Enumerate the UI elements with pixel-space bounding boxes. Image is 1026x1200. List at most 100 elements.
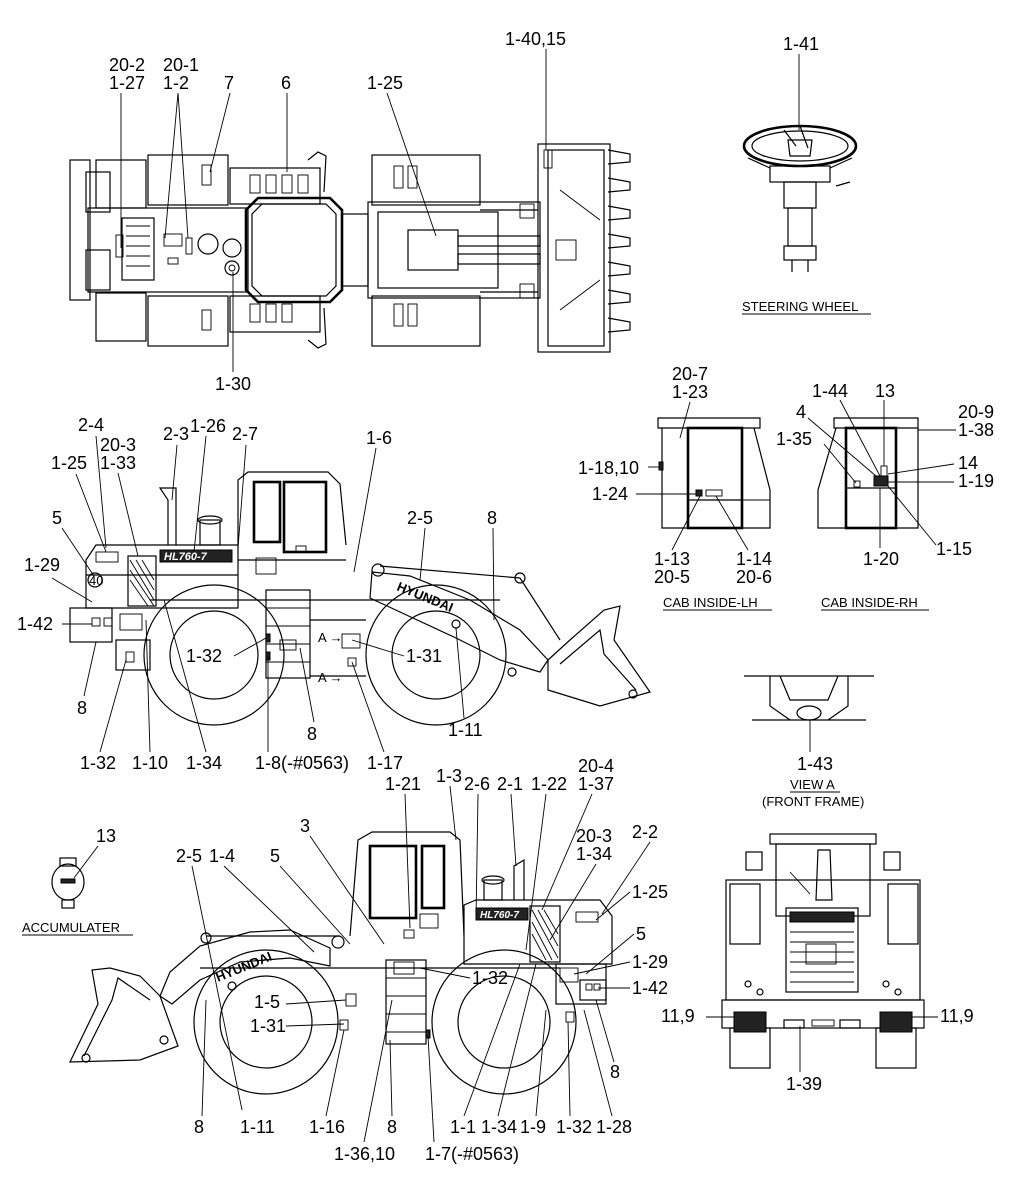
label-1-17: 1-17	[367, 753, 403, 773]
label-1-34-r1: 1-34	[576, 844, 612, 864]
label-1-32-r1: 1-32	[472, 968, 508, 988]
label-8-r2: 8	[387, 1117, 397, 1137]
label-1-29-r: 1-29	[632, 952, 668, 972]
label-1-2: 1-2	[163, 73, 189, 93]
label-1-29-l: 1-29	[24, 555, 60, 575]
label-8-l1: 8	[487, 508, 497, 528]
label-5-r2: 5	[636, 924, 646, 944]
label-20-4: 20-4	[578, 756, 614, 776]
label-2-4: 2-4	[78, 415, 104, 435]
label-20-5: 20-5	[654, 567, 690, 587]
label-1-15: 1-15	[936, 539, 972, 559]
label-1-41: 1-41	[783, 34, 819, 54]
label-1-37: 1-37	[578, 774, 614, 794]
label-1-8: 1-8(-#0563)	[255, 753, 349, 773]
label-13-rh: 13	[875, 381, 895, 401]
label-1-11-r: 1-11	[240, 1117, 275, 1137]
steering-wheel-caption: STEERING WHEEL	[742, 299, 858, 314]
label-1-27: 1-27	[109, 73, 145, 93]
label-1-36-10: 1-36,10	[334, 1144, 395, 1164]
label-1-4: 1-4	[209, 846, 235, 866]
label-1-25: 1-25	[367, 73, 403, 93]
label-11-9-left: 11,9	[661, 1006, 695, 1026]
label-20-3-l: 20-3	[100, 435, 136, 455]
label-1-39: 1-39	[786, 1074, 822, 1094]
cab-inside-rh-caption: CAB INSIDE-RH	[821, 595, 918, 610]
label-6: 6	[281, 73, 291, 93]
label-1-14: 1-14	[736, 549, 772, 569]
label-2-3: 2-3	[163, 424, 189, 444]
label-1-40-15: 1-40,15	[505, 29, 566, 49]
label-1-23: 1-23	[672, 382, 708, 402]
label-11-9-right: 11,9	[940, 1006, 974, 1026]
label-2-1: 2-1	[497, 774, 523, 794]
label-20-2: 20-2	[109, 55, 145, 75]
label-1-3: 1-3	[436, 766, 462, 786]
view-a-caption: VIEW A	[790, 777, 835, 792]
label-1-22: 1-22	[531, 774, 567, 794]
label-1-34-r2: 1-34	[481, 1117, 517, 1137]
label-20-7: 20-7	[672, 364, 708, 384]
label-14: 14	[958, 453, 978, 473]
top-view	[69, 143, 631, 353]
label-1-42-l: 1-42	[17, 614, 53, 634]
label-1-42-r: 1-42	[632, 978, 668, 998]
view-a-arrow-bottom: A →	[318, 670, 343, 685]
label-1-13: 1-13	[654, 549, 690, 569]
label-2-2: 2-2	[632, 822, 658, 842]
label-2-5-l: 2-5	[407, 508, 433, 528]
label-8-r1: 8	[610, 1062, 620, 1082]
label-4: 4	[796, 402, 806, 422]
label-1-43: 1-43	[797, 754, 833, 774]
right-side-view: HL760-7 HYUNDAI 1	[69, 756, 668, 1164]
label-1-33: 1-33	[100, 453, 136, 473]
accumulator-caption: ACCUMULATER	[22, 920, 120, 935]
label-1-20: 1-20	[863, 549, 899, 569]
label-1-26: 1-26	[190, 416, 226, 436]
label-1-11-l: 1-11	[448, 720, 483, 740]
label-20-1: 20-1	[163, 55, 199, 75]
label-1-6: 1-6	[366, 428, 392, 448]
label-20-6: 20-6	[736, 567, 772, 587]
label-8-l3: 8	[307, 724, 317, 744]
label-13-accum: 13	[96, 826, 116, 846]
left-model-badge: HL760-7	[164, 551, 208, 563]
label-1-25-l: 1-25	[51, 453, 87, 473]
cab-inside-rh-view: 1-44 13 20-9 1-38 4 1-35 14 1-19 1-20 1-…	[776, 381, 994, 611]
view-a: 1-43 VIEW A (FRONT FRAME)	[744, 675, 874, 809]
label-1-16: 1-16	[309, 1117, 345, 1137]
label-8-l2: 8	[77, 698, 87, 718]
label-1-9: 1-9	[520, 1117, 546, 1137]
cab-inside-lh-view: 20-7 1-23 1-18,10 1-24 1-13 20-5 1-14 20…	[578, 364, 772, 611]
label-1-10: 1-10	[132, 753, 168, 773]
label-1-38: 1-38	[958, 420, 994, 440]
label-2-6: 2-6	[464, 774, 490, 794]
left-side-view: 40 HL760-7 A → A →	[17, 415, 651, 773]
label-1-44: 1-44	[812, 381, 848, 401]
label-3: 3	[300, 816, 310, 836]
label-5-r1: 5	[270, 846, 280, 866]
label-1-32-l1: 1-32	[186, 646, 222, 666]
left-brand: HYUNDAI	[395, 579, 456, 615]
label-1-31-l: 1-31	[406, 646, 442, 666]
label-20-9: 20-9	[958, 402, 994, 422]
rear-view: 11,9 11,9 1-39	[661, 833, 974, 1094]
accumulator-view: 13 ACCUMULATER	[22, 826, 133, 936]
label-1-30: 1-30	[215, 374, 251, 394]
label-2-5-r: 2-5	[176, 846, 202, 866]
label-1-19: 1-19	[958, 471, 994, 491]
steering-wheel-view: 1-41 STEERING WHEEL	[742, 34, 871, 315]
label-8-r3: 8	[194, 1117, 204, 1137]
label-2-7: 2-7	[232, 424, 258, 444]
label-1-5: 1-5	[254, 992, 280, 1012]
right-model-badge: HL760-7	[480, 910, 519, 921]
label-20-3-r: 20-3	[576, 826, 612, 846]
label-5-l: 5	[52, 508, 62, 528]
label-1-1: 1-1	[450, 1117, 476, 1137]
label-1-32-r2: 1-32	[556, 1117, 592, 1137]
label-1-24: 1-24	[592, 484, 628, 504]
label-1-32-l2: 1-32	[80, 753, 116, 773]
label-1-25-r: 1-25	[632, 882, 668, 902]
label-1-28: 1-28	[596, 1117, 632, 1137]
